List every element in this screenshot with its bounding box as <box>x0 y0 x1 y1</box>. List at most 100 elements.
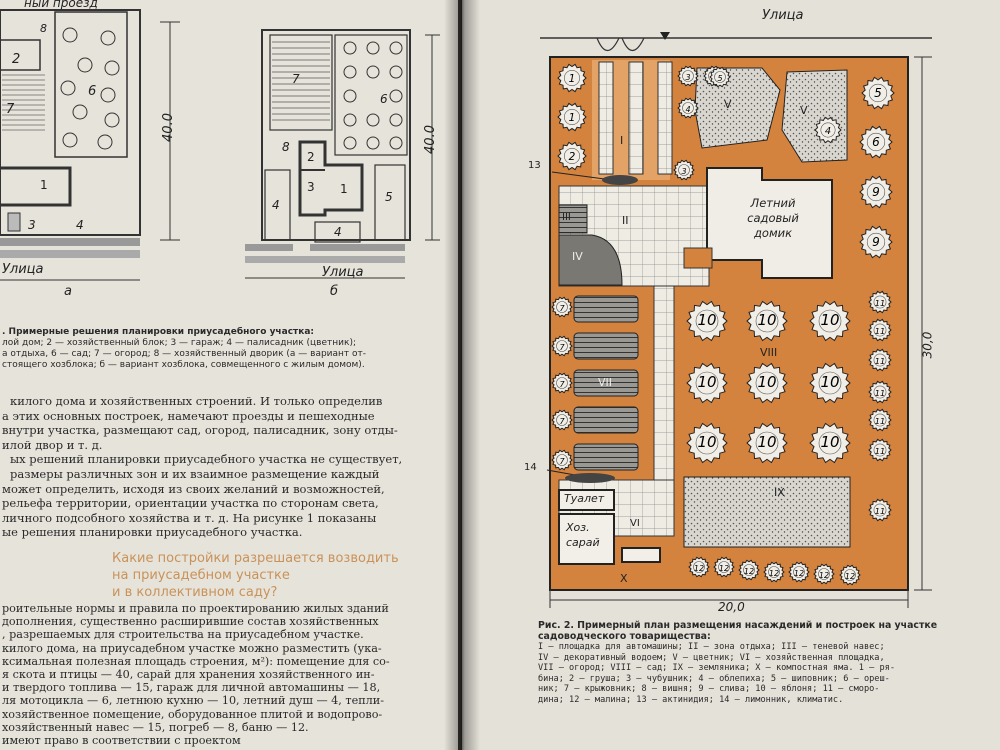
plant-number: 7 <box>559 457 565 466</box>
zone-label: 4 <box>334 225 342 239</box>
text-line: может определить, исходя из своих желани… <box>2 481 385 496</box>
tree-symbol: 11 <box>868 348 892 372</box>
text-line: я скота и птицы — 40, сарай для хранения… <box>2 668 375 682</box>
zone-label: 4 <box>272 198 280 212</box>
toilet-label: Туалет <box>564 492 605 505</box>
variant-label: а <box>64 284 72 299</box>
caption-line: дина; 12 — малина; 13 — актинидия; 14 — … <box>538 694 844 705</box>
text-line: ые решения планировки приусадебного учас… <box>2 525 303 540</box>
zone-label-II: II <box>622 214 629 227</box>
plant-number: 11 <box>875 506 886 516</box>
plant-number: 7 <box>559 304 565 313</box>
shrub-symbol: 7 <box>551 449 573 471</box>
tree-symbol: 11 <box>868 380 892 404</box>
heading-line: и в коллективном саду? <box>112 585 278 600</box>
apple-tree-symbol: 10 <box>746 362 788 404</box>
tree-symbol: 11 <box>868 438 892 462</box>
plant-number: 10 <box>757 373 776 391</box>
figure-2-caption: Рис. 2. Примерный план размещения насажд… <box>538 620 988 706</box>
book-gutter <box>444 0 480 750</box>
zone-label: 3 <box>28 218 36 232</box>
zone-label-V: V <box>800 104 808 117</box>
zone-label: 2 <box>307 150 315 164</box>
zone-label: 8 <box>282 140 290 154</box>
tree-symbol: 9 <box>859 225 893 259</box>
caption-line: лой дом; 2 — хозяйственный блок; 3 — гар… <box>2 338 356 348</box>
plant-number: 12 <box>845 572 855 581</box>
zone-label: 4 <box>76 218 84 232</box>
plan-a <box>0 9 180 281</box>
apple-tree-symbol: 10 <box>746 422 788 464</box>
zone-label-X: X <box>620 572 628 585</box>
caption-title: . Примерные решения планировки приусадеб… <box>2 327 315 337</box>
figure-1-caption: . Примерные решения планировки приусадеб… <box>2 327 448 371</box>
plant-number: 10 <box>697 433 716 451</box>
zone-label: 6 <box>380 92 388 106</box>
callout-14: 14 <box>524 462 537 473</box>
plant-number: 11 <box>875 446 886 456</box>
text-line: имеют право в соответствии с проектом <box>2 734 241 748</box>
text-line: личного подсобного хозяйства и т. д. На … <box>2 510 377 525</box>
plant-number: 11 <box>875 298 886 308</box>
zone-label: 1 <box>40 178 48 192</box>
plant-number: 11 <box>875 416 886 426</box>
section-heading: Какие постройки разрешается возводить на… <box>112 550 432 601</box>
tree-symbol: 11 <box>868 290 892 314</box>
shrub-symbol: 7 <box>551 372 573 394</box>
text-line: , разрешаемых для строительства на приус… <box>2 628 364 642</box>
shrub-symbol: 3 <box>677 65 699 87</box>
text-line: рельефа территории, ориентации участка п… <box>2 496 379 511</box>
tree-symbol: 2 <box>557 141 587 171</box>
plant-number: 12 <box>744 567 754 576</box>
text-line: размеры различных зон и их взаимное разм… <box>10 466 380 481</box>
plant-number: 1 <box>569 112 576 124</box>
body-text-block: килого дома и хозяйственных строений. И … <box>2 394 442 540</box>
text-line: внутри участка, размещают сад, огород, п… <box>2 423 398 438</box>
caption-line: VII — огород; VIII — сад; IX — земляника… <box>538 663 895 674</box>
caption-title: Рис. 2. Примерный план размещения насажд… <box>538 620 938 642</box>
street-label: Улица <box>322 265 364 280</box>
caption-line: а отдыха, 6 — сад; 7 — огород; 8 — хозяй… <box>2 349 367 359</box>
shrub-symbol: 12 <box>788 561 810 583</box>
shrub-symbol: 12 <box>839 564 861 586</box>
apple-tree-symbol: 10 <box>809 300 851 342</box>
text-line: хозяйственный навес — 15, погреб — 8, ба… <box>2 720 309 734</box>
callout-13: 13 <box>528 160 541 171</box>
width-dimension: 20,0 <box>718 600 745 614</box>
shrub-symbol: 7 <box>551 296 573 318</box>
zone-label: 8 <box>40 22 47 35</box>
shrub-symbol: 12 <box>688 556 710 578</box>
tree-symbols: 1123443545699111111111111111010101010101… <box>551 63 895 586</box>
text-line: роительные нормы и правила по проектиров… <box>2 602 389 615</box>
tree-symbol: 1 <box>557 63 587 93</box>
zone-label-VI: VI <box>630 518 640 529</box>
text-line: а этих основных построек, намечают проез… <box>2 408 375 423</box>
zone-label-IV: IV <box>572 250 583 263</box>
shrub-symbol: 12 <box>738 559 760 581</box>
plant-number: 3 <box>685 73 690 82</box>
plant-number: 9 <box>872 185 880 199</box>
zone-label-IX: IX <box>774 486 785 499</box>
plant-number: 10 <box>757 311 776 329</box>
right-page: 1123443545699111111111111111010101010101… <box>462 0 1000 750</box>
plant-number: 3 <box>681 167 686 176</box>
house-label-line: домик <box>753 226 793 240</box>
text-line: и твердого топлива — 15, гараж для лично… <box>2 681 381 695</box>
summer-house-label: Летний садовый домик <box>738 196 808 241</box>
caption-line: I — площадка для автомашины; II — зона о… <box>538 642 885 652</box>
dimension-label: 40.0 <box>160 113 176 142</box>
plant-number: 7 <box>559 380 565 389</box>
zone-label: 5 <box>385 190 393 204</box>
plant-number: 12 <box>819 571 829 580</box>
left-page: ный проезд 8 2 7 6 1 3 4 40.0 Улица а 7 … <box>0 0 458 750</box>
plant-number: 10 <box>820 433 839 451</box>
shrub-symbol: 7 <box>551 409 573 431</box>
caption-line: IV — декоративный водоем; V — цветник; V… <box>538 652 885 663</box>
text-line: ксимальная полезная площадь строения, м²… <box>2 654 390 668</box>
text-line: килого дома, на приусадебном участке мож… <box>2 641 382 655</box>
apple-tree-symbol: 10 <box>809 362 851 404</box>
plant-number: 6 <box>872 135 880 149</box>
shed-label: Хоз. сарай <box>566 520 600 550</box>
caption-line: стоящего хозблока; б — вариант хозблока,… <box>2 360 365 370</box>
plant-number: 10 <box>820 311 839 329</box>
